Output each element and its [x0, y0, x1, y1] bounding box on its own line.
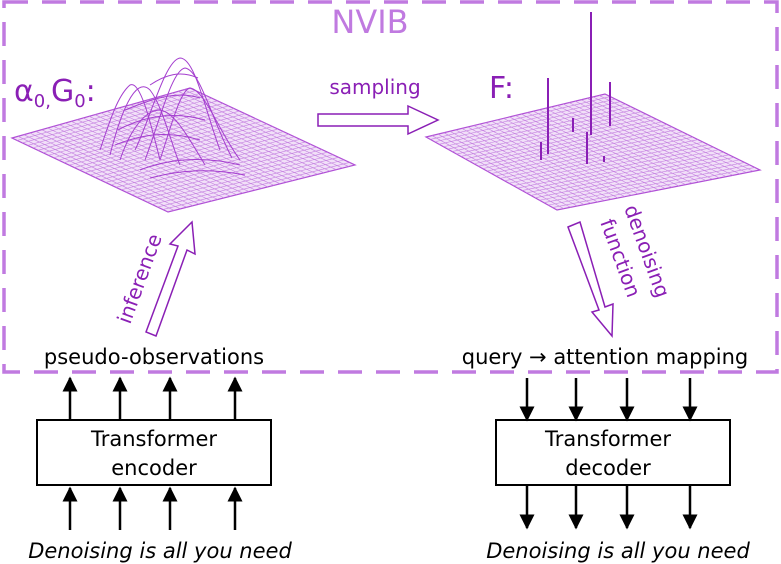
- transformer-decoder-box: [495, 419, 731, 486]
- decoder-line1: Transformer: [544, 427, 671, 451]
- nvib-title: NVIB: [331, 3, 408, 41]
- posterior-label: F:: [489, 71, 514, 106]
- prior-label: α0,G0:: [14, 74, 96, 112]
- query-attention-mapping-label: query → attention mapping: [462, 345, 749, 369]
- inference-arrow: [145, 220, 196, 337]
- decoder-line2: decoder: [565, 456, 651, 480]
- encoder-line1: Transformer: [90, 427, 217, 451]
- encoder-line2: encoder: [111, 456, 197, 480]
- encoder-arrows: [62, 376, 243, 530]
- sampling-arrow: [317, 104, 440, 136]
- transformer-encoder-box: [36, 419, 272, 486]
- nvib-region: [2, 0, 779, 374]
- posterior-distribution-surface: [424, 12, 762, 211]
- denoising-arrow: [567, 220, 614, 338]
- decoder-output-text: Denoising is all you need: [486, 539, 750, 563]
- encoder-input-text: Denoising is all you need: [28, 539, 292, 563]
- sampling-label: sampling: [329, 75, 420, 99]
- decoder-arrows: [519, 378, 698, 530]
- pseudo-observations-label: pseudo-observations: [44, 345, 264, 369]
- prior-distribution-surface: [10, 57, 357, 213]
